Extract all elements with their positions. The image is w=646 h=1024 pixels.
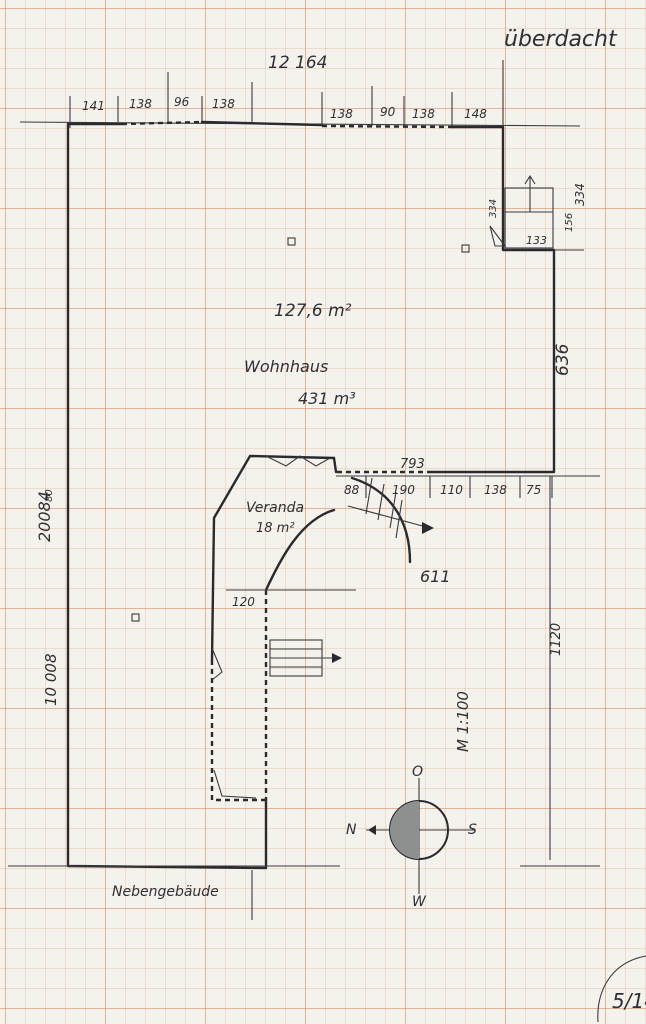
mid-seg-5: 75 (526, 483, 541, 497)
top-seg-4: 138 (212, 97, 235, 111)
stair-dim-label: 611 (420, 567, 451, 586)
top-seg-8: 148 (464, 107, 487, 121)
notch-dim-d: 334 (573, 183, 587, 206)
main-volume-label: 431 m³ (298, 389, 356, 408)
veranda-door-swing (265, 455, 331, 467)
mid-total-label: 793 (400, 457, 425, 472)
compass-south: S (468, 822, 477, 838)
curved-stair-edge (350, 476, 412, 564)
window-top-2 (321, 124, 453, 129)
notch-dim-c: 156 (564, 213, 575, 232)
top-segment-labels: 141 138 96 138 138 90 138 148 (82, 95, 487, 121)
wall-right (430, 125, 556, 474)
top-seg-5: 138 (330, 107, 353, 121)
veranda-area: 18 m² (256, 521, 295, 536)
compass-rose: O N S W (346, 764, 477, 910)
page-number: 5/14 (612, 989, 646, 1013)
annex-label: Nebengebäude (112, 884, 219, 900)
veranda-arc (264, 508, 336, 592)
mid-seg-4: 138 (484, 483, 507, 497)
door-swing-icon (489, 225, 507, 247)
top-seg-1: 141 (82, 99, 105, 113)
right-long-label: 1120 (549, 623, 564, 656)
right-side-dim: 636 (553, 343, 573, 376)
annex-stair-arrowhead (332, 653, 342, 663)
notch-stair (504, 187, 554, 249)
overall-height-label: 20084 (35, 491, 54, 542)
wall-step (332, 456, 338, 474)
veranda-name: Veranda (246, 500, 304, 516)
mid-seg-1: 88 (344, 483, 360, 497)
top-seg-7: 138 (412, 107, 435, 121)
outline-left-bottom (66, 122, 268, 870)
left-mark-label: 80 (44, 489, 55, 502)
mid-seg-2: 190 (392, 483, 415, 497)
compass-fill (390, 801, 419, 859)
main-area-label: 127,6 m² (274, 301, 352, 321)
mid-seg-3: 110 (440, 483, 463, 497)
stair-arrowhead (524, 174, 536, 185)
mid-segment-labels: 88 190 110 138 75 (344, 483, 541, 497)
curved-stair-step (395, 499, 403, 539)
annex-wall-dashed (210, 660, 266, 802)
wall-top-b (200, 120, 324, 127)
compass-west: W (412, 894, 427, 910)
curved-stair-step (365, 477, 373, 515)
top-seg-2: 138 (129, 97, 152, 111)
scale-label: M 1:100 (454, 691, 472, 752)
overall-width-label: 12 164 (268, 53, 327, 73)
veranda-door-dim: 120 (232, 595, 255, 609)
page-number-circle (597, 955, 646, 1023)
top-seg-3: 96 (174, 95, 190, 109)
marker-square (287, 237, 296, 246)
notch-dim-b: 133 (526, 234, 547, 247)
compass-east: O (412, 764, 423, 780)
window-top-1 (121, 120, 203, 126)
compass-pointer (368, 825, 376, 835)
curved-stair-step (389, 491, 397, 529)
notch-dim-a: 334 (488, 199, 499, 218)
door-swing-icon (211, 647, 223, 681)
marker-square (131, 613, 140, 622)
compass-north: N (346, 822, 357, 838)
left-segment-label: 10 008 (42, 654, 60, 707)
top-seg-6: 90 (380, 105, 396, 119)
marker-square (461, 244, 470, 253)
door-swing-icon (213, 769, 257, 799)
veranda-wall (210, 454, 336, 662)
curved-stair-arrowhead (422, 522, 434, 534)
main-room-name: Wohnhaus (244, 357, 328, 376)
curved-stair-arrow (347, 505, 431, 529)
roof-note: überdacht (504, 27, 618, 52)
